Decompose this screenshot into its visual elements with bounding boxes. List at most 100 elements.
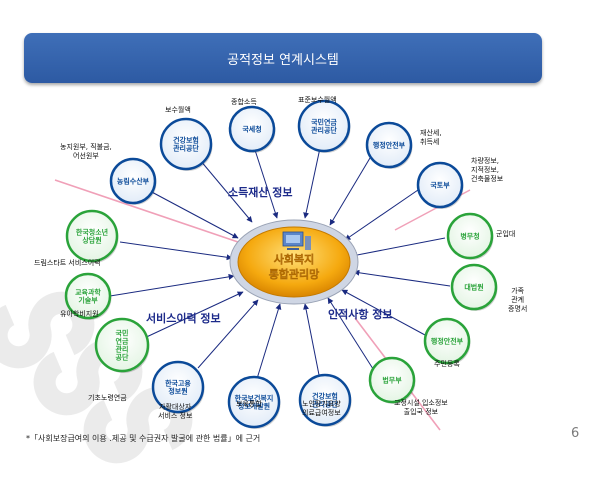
arrow-health-ins-top [199, 159, 253, 223]
org-node-label: 한국고용 [165, 379, 191, 388]
org-node-moj: 법무부 [368, 356, 416, 404]
org-node-label: 대법원 [464, 283, 483, 292]
org-node-label: 상담원 [82, 236, 101, 245]
note-mopas-top: 재산세,취득세 [420, 129, 442, 146]
note-health-ins-top: 보수월액 [165, 106, 191, 114]
org-node-label: 한국보건복지 [235, 394, 274, 403]
org-node-label: 국민 [116, 329, 129, 338]
page-number: 6 [571, 426, 580, 441]
org-node-label: 국세청 [242, 125, 261, 134]
org-node-circle [65, 209, 119, 263]
org-node-circle [159, 117, 213, 171]
org-node-label: 행정안전부 [373, 141, 406, 150]
org-node-circle [446, 212, 494, 260]
org-node-circle [450, 263, 498, 311]
org-node-mma: 병무청 [446, 212, 494, 260]
arrow-ssis [255, 303, 282, 383]
arrow-court [353, 269, 451, 287]
org-node-label: 건강보험 [173, 136, 199, 145]
org-node-label: 관리공단 [311, 126, 337, 135]
org-node-circle [423, 317, 471, 365]
org-node-court: 대법원 [450, 263, 498, 311]
org-node-label: 기술부 [78, 296, 98, 305]
arrows [109, 147, 451, 383]
arrow-mopas-top [329, 157, 371, 226]
org-node-label: 행정안전부 [431, 337, 464, 346]
note-youth: 드림스타트 서비스이력 [34, 259, 101, 267]
org-node-label: 관리 [116, 345, 129, 354]
arrow-molit [344, 189, 419, 241]
org-node-label: 관리공단 [312, 400, 338, 409]
org-node-circle [109, 157, 157, 205]
arrow-youth [119, 241, 233, 261]
org-node-label: 정보개발원 [238, 402, 270, 411]
arrow-nts [254, 149, 279, 219]
note-mest: 유아학비지원 [60, 310, 99, 318]
note-nongrim: 농지원부, 직불금,어선원부 [60, 143, 112, 160]
org-node-circle [94, 317, 150, 373]
note-ssis: 보육통합 [236, 400, 262, 408]
section-label-personal: 인적사항 정보 [328, 307, 393, 321]
decor-line-left [54, 179, 239, 243]
org-node-circle [227, 375, 281, 429]
note-mma: 군입대 [496, 230, 516, 238]
arrow-moj [327, 297, 376, 373]
note-nts: 종합소득 [231, 98, 257, 106]
org-node-circle [151, 360, 205, 414]
org-node-label: 국토부 [430, 181, 450, 190]
page-title: 공적정보 연계시스템 [227, 52, 339, 68]
arrow-keis [197, 299, 259, 369]
org-node-label: 공단 [116, 353, 129, 362]
org-node-circle [298, 373, 352, 427]
org-node-nongrim: 농림수산부 [109, 157, 157, 205]
note-molit: 차량정보,지적정보,건축물정보 [471, 157, 504, 183]
arrow-mest [109, 273, 235, 297]
org-node-nts: 국세청 [228, 105, 276, 153]
arrow-nps-side [139, 291, 244, 341]
note-mopas-right: 주민등록 [434, 360, 460, 368]
org-node-circle [416, 161, 464, 209]
org-node-circle [368, 356, 416, 404]
org-node-label: 한국청소년 [76, 228, 108, 237]
org-node-mopas-top: 행정안전부 [365, 121, 413, 169]
center-label-line1: 사회복지 [274, 252, 314, 266]
node-layer: 농림수산부건강보험관리공단국세청국민연금관리공단행정안전부국토부한국청소년상담원… [64, 99, 498, 429]
org-node-label: 관리공단 [173, 144, 199, 153]
org-node-label: 교육과학 [75, 288, 101, 297]
org-node-circle [64, 272, 112, 320]
section-label-income: 소득재산 정보 [228, 185, 293, 199]
arrow-nps [303, 147, 321, 219]
org-node-label: 법무부 [382, 376, 402, 385]
arrow-nongrim [147, 189, 239, 239]
title-bar: 공적정보 연계시스템 [24, 33, 542, 83]
center-label-line2: 통합관리망 [269, 267, 320, 281]
org-node-label: 건강보험 [312, 392, 338, 401]
arrow-health-ins-bottom [303, 303, 321, 381]
computer-icon [282, 231, 311, 250]
org-node-circle [228, 105, 276, 153]
footnote: *「사회보장급여의 이용 .제공 및 수급권자 발굴에 관한 법률」에 근거 [26, 434, 261, 443]
org-node-label: 정보원 [168, 387, 187, 396]
note-nps-side: 기초노령연금 [88, 394, 127, 402]
org-node-label: 병무청 [460, 232, 479, 241]
org-node-molit: 국토부 [416, 161, 464, 209]
section-label-service: 서비스이력 정보 [146, 311, 221, 325]
org-node-circle [297, 99, 351, 153]
org-node-label: 국민연금 [311, 118, 337, 127]
arrow-mma [351, 237, 446, 258]
org-node-circle [365, 121, 413, 169]
org-node-label: 연금 [116, 337, 129, 346]
note-nps: 표준보수월액 [298, 96, 337, 104]
org-node-label: 농림수산부 [117, 177, 150, 186]
